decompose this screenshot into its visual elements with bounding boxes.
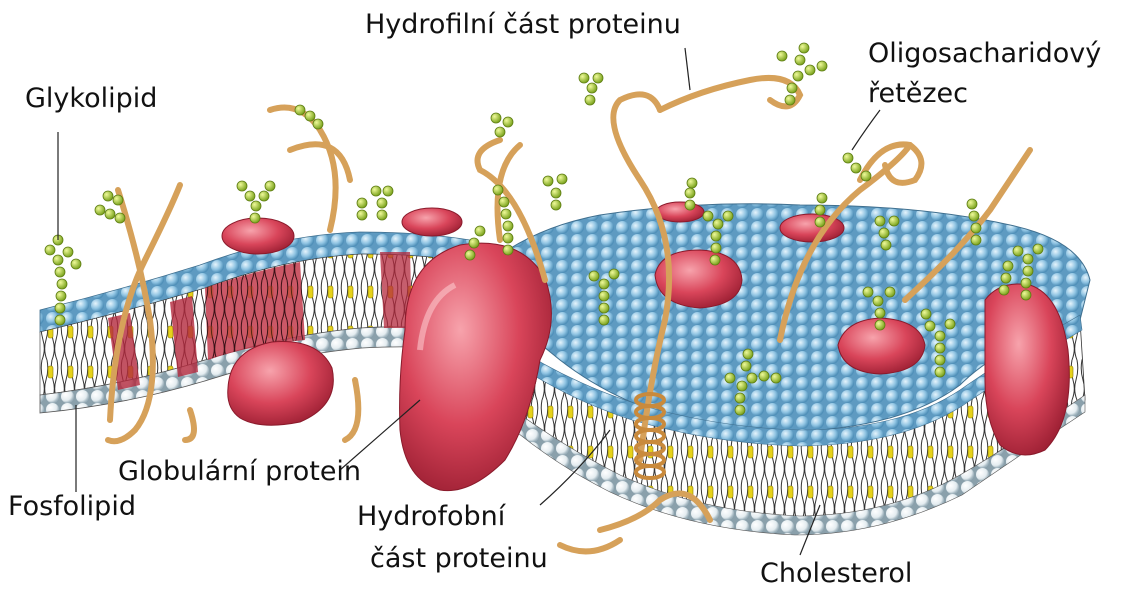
protein-globular-bottom (228, 342, 334, 426)
label-hydrophobic-line2: část proteinu (370, 542, 548, 575)
protein-top-left (222, 218, 294, 254)
protein-top-mid (402, 208, 462, 236)
label-hydrophobic-line1: Hydrofobní (357, 500, 505, 533)
protein-right-edge (985, 284, 1069, 455)
leader-hydrophilic (685, 48, 690, 90)
label-hydrophilic-protein-part: Hydrofilní část proteinu (365, 8, 681, 41)
leader-oligosaccharide (852, 110, 880, 150)
protein-large-transmembrane (400, 243, 552, 491)
label-phospholipid: Fosfolipid (8, 490, 136, 523)
label-globular-protein: Globulární protein (118, 455, 361, 488)
label-glycolipid: Glykolipid (25, 82, 157, 115)
label-oligosaccharide-line2: řetězec (868, 77, 968, 110)
label-cholesterol: Cholesterol (760, 557, 912, 590)
protein-surface-2 (656, 202, 704, 222)
label-oligosaccharide-line1: Oligosacharidový (868, 37, 1101, 70)
